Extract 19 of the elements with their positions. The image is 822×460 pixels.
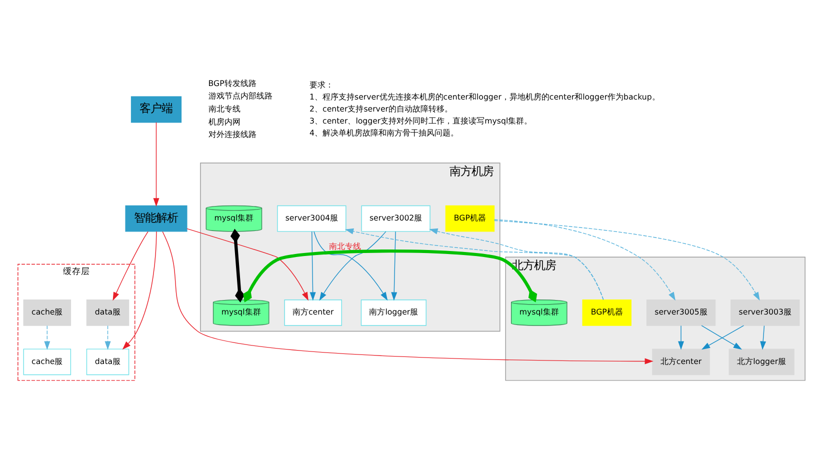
arrow bbox=[152, 122, 159, 207]
arrow bbox=[760, 325, 766, 350]
connector bbox=[242, 250, 537, 302]
node-box: 客户端 bbox=[130, 96, 182, 123]
arrow bbox=[186, 228, 308, 301]
arrow bbox=[122, 231, 156, 350]
connector bbox=[230, 228, 244, 303]
arrow bbox=[44, 325, 50, 350]
arrow bbox=[104, 325, 110, 350]
node-box: 智能解析 bbox=[124, 205, 187, 232]
arrow bbox=[678, 325, 684, 350]
arrow bbox=[112, 231, 148, 301]
arrow bbox=[428, 228, 604, 300]
arrow bbox=[162, 231, 653, 364]
arrow bbox=[493, 220, 760, 301]
arrow bbox=[390, 231, 397, 301]
arrow bbox=[344, 228, 604, 300]
arrow bbox=[309, 231, 316, 301]
arrow bbox=[493, 219, 675, 301]
